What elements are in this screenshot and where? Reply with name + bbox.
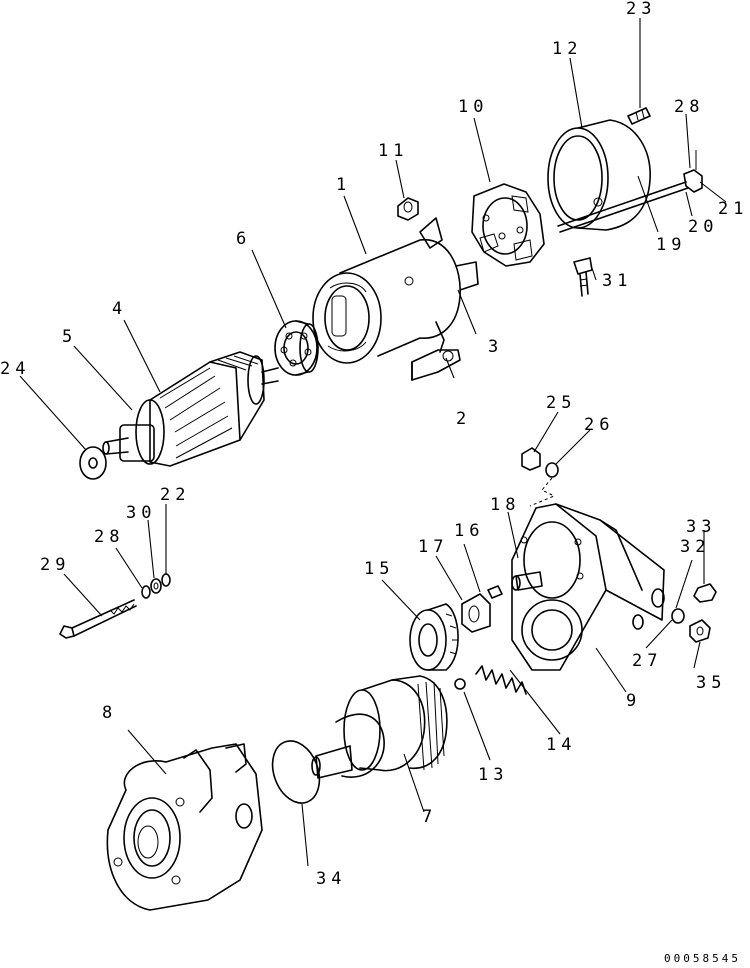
- callout-9: 9: [626, 691, 641, 711]
- part-30-washer: [150, 578, 162, 594]
- callout-34: 34: [316, 869, 346, 889]
- callout-31: 31: [602, 271, 632, 291]
- callout-1: 1: [336, 175, 351, 195]
- callout-7: 7: [422, 807, 437, 827]
- callout-30: 30: [126, 503, 156, 523]
- part-9-magnetic-switch: [511, 503, 665, 671]
- callout-15: 15: [364, 559, 394, 579]
- part-1-yoke: [312, 217, 479, 364]
- callout-13: 13: [478, 765, 508, 785]
- callout-23: 23: [626, 0, 656, 19]
- callout-33: 33: [686, 517, 716, 537]
- part-14-spring: [475, 665, 527, 695]
- part-22-washer: [161, 573, 171, 587]
- callout-18: 18: [490, 495, 520, 515]
- part-25-nut: [521, 447, 541, 471]
- callout-6: 6: [236, 229, 251, 249]
- callout-4: 4: [112, 299, 127, 319]
- part-2-terminal: [411, 349, 461, 381]
- part-13-ball: [454, 678, 466, 690]
- part-26-washer: [529, 462, 559, 507]
- callout-8: 8: [102, 703, 117, 723]
- callout-25: 25: [546, 393, 576, 413]
- callout-5: 5: [62, 327, 77, 347]
- callout-32: 32: [680, 537, 710, 557]
- callout-10: 10: [458, 97, 488, 117]
- callout-29: 29: [40, 555, 70, 575]
- callout-21: 21: [718, 199, 748, 219]
- callout-27: 27: [632, 651, 662, 671]
- part-28-washer-left: [141, 585, 151, 599]
- callout-19: 19: [656, 235, 686, 255]
- part-15-gear: [409, 603, 459, 671]
- part-19-through-bolt: [557, 150, 703, 233]
- part-10-brush-holder: [471, 183, 545, 267]
- callout-26: 26: [584, 415, 614, 435]
- callout-16: 16: [454, 521, 484, 541]
- part-6-bearing: [274, 320, 319, 376]
- part-24-washer: [79, 446, 107, 480]
- part-17-lever: [461, 593, 491, 633]
- callout-28-left: 28: [94, 527, 124, 547]
- part-11-nut: [397, 197, 419, 221]
- callout-24: 24: [0, 359, 30, 379]
- part-31-bolt: [573, 257, 593, 297]
- callout-11: 11: [378, 141, 408, 161]
- part-23-screw: [627, 107, 651, 125]
- callout-35: 35: [696, 673, 726, 693]
- callout-3: 3: [488, 337, 503, 357]
- callout-2: 2: [456, 409, 471, 429]
- part-34-gasket: [271, 740, 321, 804]
- callout-28-top: 28: [674, 97, 704, 117]
- leader-lines: [19, 18, 727, 867]
- part-33-nut: [693, 583, 717, 603]
- part-8-front-housing: [106, 743, 263, 911]
- part-16-pin: [487, 585, 503, 599]
- callout-12: 12: [552, 39, 582, 59]
- part-32-washer: [671, 608, 685, 624]
- callout-20: 20: [688, 217, 718, 237]
- part-12-rear-cover: [547, 119, 651, 231]
- drawing-code: 00058545: [664, 952, 741, 965]
- part-7-clutch: [311, 675, 448, 779]
- callout-22: 22: [160, 485, 190, 505]
- part-29-bolt: [59, 599, 137, 639]
- part-4-armature: [102, 351, 279, 467]
- callout-17: 17: [418, 537, 448, 557]
- part-35-nut: [689, 619, 711, 643]
- callout-14: 14: [546, 735, 576, 755]
